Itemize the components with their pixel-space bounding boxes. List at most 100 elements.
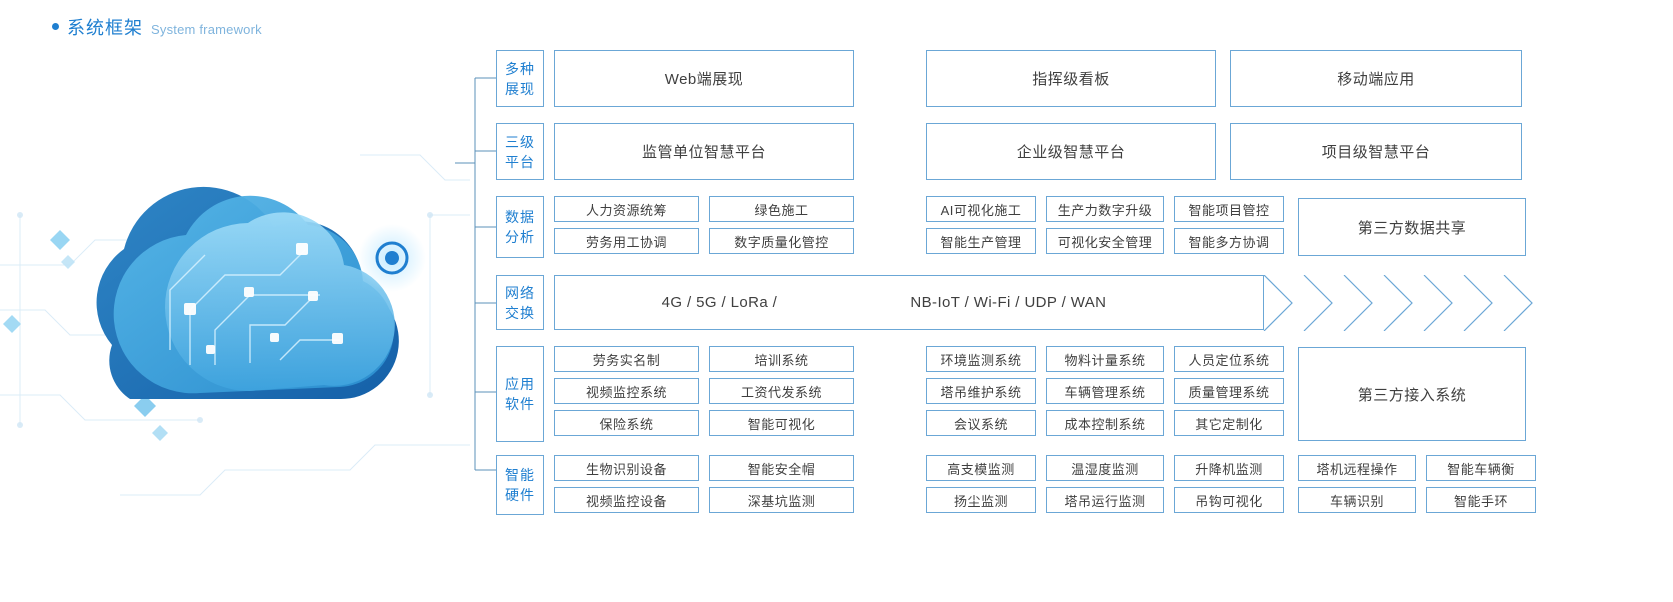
- card-hook-visualization[interactable]: 吊钩可视化: [1174, 487, 1284, 513]
- network-protocols-part-1: 4G / 5G / LoRa /: [661, 294, 778, 311]
- card-tower-remote-operation[interactable]: 塔机远程操作: [1298, 455, 1416, 481]
- card-command-dashboard[interactable]: 指挥级看板: [926, 50, 1216, 107]
- row-label-line-1: 智能: [505, 467, 535, 483]
- row-label-line-2: 硬件: [505, 487, 535, 503]
- row-label-line-1: 应用: [505, 376, 535, 392]
- hardware-far-row-2: 车辆识别 智能手环: [1298, 487, 1536, 513]
- row-platform-levels: 三级 平台 监管单位智慧平台 企业级智慧平台 项目级智慧平台: [496, 123, 1522, 180]
- card-high-formwork-monitor[interactable]: 高支模监测: [926, 455, 1036, 481]
- row-label-line-2: 软件: [505, 396, 535, 412]
- card-mobile-app[interactable]: 移动端应用: [1230, 50, 1522, 107]
- row-label-presentation: 多种 展现: [496, 50, 544, 107]
- card-video-monitor-system[interactable]: 视频监控系统: [554, 378, 699, 404]
- card-crane-operation-monitor[interactable]: 塔吊运行监测: [1046, 487, 1164, 513]
- row-label-line-1: 数据: [505, 209, 535, 225]
- application-right-group: 环境监测系统 物料计量系统 人员定位系统 塔吊维护系统 车辆管理系统 质量管理系…: [926, 346, 1284, 442]
- row-smart-hardware: 智能 硬件 生物识别设备 智能安全帽 视频监控设备 深基坑监测 高支模监测 温湿…: [496, 455, 1536, 515]
- row-label-network: 网络 交换: [496, 275, 544, 330]
- card-environment-monitor-system[interactable]: 环境监测系统: [926, 346, 1036, 372]
- page-header: 系统框架 System framework: [52, 14, 262, 40]
- card-third-party-access-system[interactable]: 第三方接入系统: [1298, 347, 1526, 441]
- bullet-dot-icon: [52, 23, 59, 30]
- card-insurance-system[interactable]: 保险系统: [554, 410, 699, 436]
- network-flow-arrows: [1262, 275, 1552, 331]
- application-right-row-1: 环境监测系统 物料计量系统 人员定位系统: [926, 346, 1284, 372]
- connector-tree: [455, 45, 500, 515]
- tree-lines: [455, 77, 500, 471]
- card-cost-control-system[interactable]: 成本控制系统: [1046, 410, 1164, 436]
- card-smart-wristband[interactable]: 智能手环: [1426, 487, 1536, 513]
- data-analysis-left-group: 人力资源统筹 绿色施工 劳务用工协调 数字质量化管控: [554, 196, 854, 258]
- card-personnel-positioning-system[interactable]: 人员定位系统: [1174, 346, 1284, 372]
- application-left-row-1: 劳务实名制 培训系统: [554, 346, 854, 372]
- row-network-exchange: 网络 交换 4G / 5G / LoRa / NB-IoT / Wi-Fi / …: [496, 275, 1552, 331]
- card-regulator-platform[interactable]: 监管单位智慧平台: [554, 123, 854, 180]
- hardware-left-row-1: 生物识别设备 智能安全帽: [554, 455, 854, 481]
- card-meeting-system[interactable]: 会议系统: [926, 410, 1036, 436]
- row-application-software: 应用 软件 劳务实名制 培训系统 视频监控系统 工资代发系统 保险系统 智能可视…: [496, 346, 1526, 442]
- connection-node-icon: [375, 241, 409, 275]
- row-label-line-1: 三级: [505, 133, 535, 150]
- row-label-hardware: 智能 硬件: [496, 455, 544, 515]
- hardware-far-group: 塔机远程操作 智能车辆衡 车辆识别 智能手环: [1298, 455, 1536, 515]
- card-visual-safety-mgmt[interactable]: 可视化安全管理: [1046, 228, 1164, 254]
- card-hr-coordination[interactable]: 人力资源统筹: [554, 196, 699, 222]
- application-left-group: 劳务实名制 培训系统 视频监控系统 工资代发系统 保险系统 智能可视化: [554, 346, 854, 442]
- row-label-platform: 三级 平台: [496, 123, 544, 180]
- card-temp-humidity-monitor[interactable]: 温湿度监测: [1046, 455, 1164, 481]
- card-video-monitor-device[interactable]: 视频监控设备: [554, 487, 699, 513]
- card-dust-monitor[interactable]: 扬尘监测: [926, 487, 1036, 513]
- card-payroll-system[interactable]: 工资代发系统: [709, 378, 854, 404]
- card-web-display[interactable]: Web端展现: [554, 50, 854, 107]
- row-label-application: 应用 软件: [496, 346, 544, 442]
- data-analysis-left-row-2: 劳务用工协调 数字质量化管控: [554, 228, 854, 254]
- card-smart-visualization[interactable]: 智能可视化: [709, 410, 854, 436]
- cloud-graphic: [0, 154, 470, 496]
- hardware-right-row-1: 高支模监测 温湿度监测 升降机监测: [926, 455, 1284, 481]
- card-crane-maintenance-system[interactable]: 塔吊维护系统: [926, 378, 1036, 404]
- card-ai-visual-construction[interactable]: AI可视化施工: [926, 196, 1036, 222]
- row-label-line-1: 网络: [505, 284, 535, 301]
- row-label-line-2: 平台: [505, 153, 535, 170]
- card-vehicle-management-system[interactable]: 车辆管理系统: [1046, 378, 1164, 404]
- page-subtitle: System framework: [151, 22, 262, 37]
- card-smart-helmet[interactable]: 智能安全帽: [709, 455, 854, 481]
- card-digital-quality-control[interactable]: 数字质量化管控: [709, 228, 854, 254]
- card-biometric-device[interactable]: 生物识别设备: [554, 455, 699, 481]
- row-presentation: 多种 展现 Web端展现 指挥级看板 移动端应用: [496, 50, 1522, 107]
- application-left-row-2: 视频监控系统 工资代发系统: [554, 378, 854, 404]
- card-vehicle-recognition[interactable]: 车辆识别: [1298, 487, 1416, 513]
- network-protocols-part-2: NB-IoT / Wi-Fi / UDP / WAN: [910, 294, 1107, 311]
- card-training-system[interactable]: 培训系统: [709, 346, 854, 372]
- card-project-platform[interactable]: 项目级智慧平台: [1230, 123, 1522, 180]
- card-deep-foundation-monitor[interactable]: 深基坑监测: [709, 487, 854, 513]
- card-quality-management-system[interactable]: 质量管理系统: [1174, 378, 1284, 404]
- card-smart-weighbridge[interactable]: 智能车辆衡: [1426, 455, 1536, 481]
- card-smart-multiparty-coordination[interactable]: 智能多方协调: [1174, 228, 1284, 254]
- card-labor-coordination[interactable]: 劳务用工协调: [554, 228, 699, 254]
- card-other-customization[interactable]: 其它定制化: [1174, 410, 1284, 436]
- cloud-network-illustration: [0, 95, 470, 515]
- row-label-data-analysis: 数据 分析: [496, 196, 544, 258]
- card-smart-production-mgmt[interactable]: 智能生产管理: [926, 228, 1036, 254]
- application-right-row-3: 会议系统 成本控制系统 其它定制化: [926, 410, 1284, 436]
- row-data-analysis: 数据 分析 人力资源统筹 绿色施工 劳务用工协调 数字质量化管控 AI可视化施工…: [496, 196, 1526, 258]
- network-protocol-band[interactable]: 4G / 5G / LoRa / NB-IoT / Wi-Fi / UDP / …: [554, 275, 1264, 330]
- card-hoist-monitor[interactable]: 升降机监测: [1174, 455, 1284, 481]
- card-smart-project-control[interactable]: 智能项目管控: [1174, 196, 1284, 222]
- data-analysis-right-row-2: 智能生产管理 可视化安全管理 智能多方协调: [926, 228, 1284, 254]
- row-label-line-2: 交换: [505, 304, 535, 321]
- card-labor-realname[interactable]: 劳务实名制: [554, 346, 699, 372]
- card-material-metering-system[interactable]: 物料计量系统: [1046, 346, 1164, 372]
- card-green-construction[interactable]: 绿色施工: [709, 196, 854, 222]
- card-productivity-upgrade[interactable]: 生产力数字升级: [1046, 196, 1164, 222]
- chevron-arrow-group-icon: [1263, 275, 1533, 331]
- card-enterprise-platform[interactable]: 企业级智慧平台: [926, 123, 1216, 180]
- application-right-row-2: 塔吊维护系统 车辆管理系统 质量管理系统: [926, 378, 1284, 404]
- data-analysis-left-row-1: 人力资源统筹 绿色施工: [554, 196, 854, 222]
- application-left-row-3: 保险系统 智能可视化: [554, 410, 854, 436]
- hardware-right-group: 高支模监测 温湿度监测 升降机监测 扬尘监测 塔吊运行监测 吊钩可视化: [926, 455, 1284, 515]
- hardware-right-row-2: 扬尘监测 塔吊运行监测 吊钩可视化: [926, 487, 1284, 513]
- page-title: 系统框架: [67, 18, 143, 38]
- card-third-party-data-sharing[interactable]: 第三方数据共享: [1298, 198, 1526, 256]
